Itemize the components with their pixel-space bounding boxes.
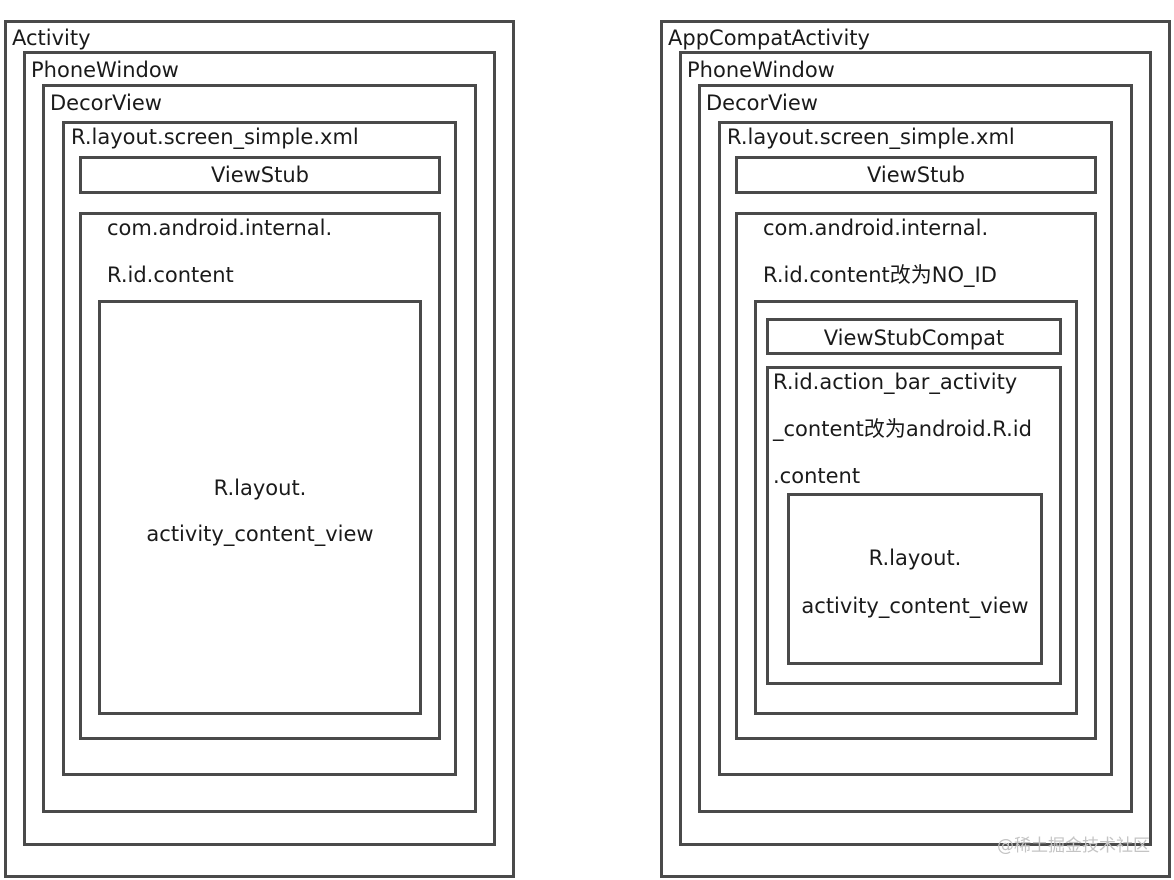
appcompat-content-frame-label-line2: R.id.content改为NO_ID bbox=[763, 263, 997, 287]
decor-view-label: DecorView bbox=[50, 91, 162, 115]
phone-window-label: PhoneWindow bbox=[31, 58, 179, 82]
user-layout-box bbox=[98, 300, 422, 715]
content-frame-label-line2: R.id.content bbox=[107, 263, 234, 287]
user-layout-label-line2: activity_content_view bbox=[146, 522, 374, 546]
appcompat-user-layout-box bbox=[787, 493, 1043, 665]
appcompat-activity-label: AppCompatActivity bbox=[668, 26, 870, 50]
appcompat-user-layout-label-line1: R.layout. bbox=[868, 546, 962, 570]
appcompat-screen-simple-label: R.layout.screen_simple.xml bbox=[727, 125, 1015, 149]
view-stub-compat-label: ViewStubCompat bbox=[823, 326, 1005, 350]
user-layout-label-line1: R.layout. bbox=[213, 476, 307, 500]
appcompat-view-stub-box bbox=[735, 156, 1097, 194]
appcompat-view-stub-label: ViewStub bbox=[866, 163, 966, 187]
appcompat-phone-window-label: PhoneWindow bbox=[687, 58, 835, 82]
activity-label: Activity bbox=[12, 26, 91, 50]
appcompat-content-frame-label-line1: com.android.internal. bbox=[763, 216, 989, 240]
action-bar-content-label-line3: .content bbox=[773, 464, 861, 488]
appcompat-decor-view-label: DecorView bbox=[706, 91, 818, 115]
view-stub-label: ViewStub bbox=[210, 163, 310, 187]
screen-simple-label: R.layout.screen_simple.xml bbox=[71, 125, 359, 149]
view-stub-compat-box bbox=[766, 318, 1062, 355]
watermark-text: @稀土掘金技术社区 bbox=[997, 836, 1150, 856]
action-bar-content-label-line1: R.id.action_bar_activity bbox=[773, 370, 1018, 394]
action-bar-content-label-line2: _content改为android.R.id bbox=[773, 417, 1032, 441]
view-stub-box bbox=[79, 156, 441, 194]
content-frame-label-line1: com.android.internal. bbox=[107, 216, 333, 240]
appcompat-user-layout-label-line2: activity_content_view bbox=[801, 594, 1029, 618]
